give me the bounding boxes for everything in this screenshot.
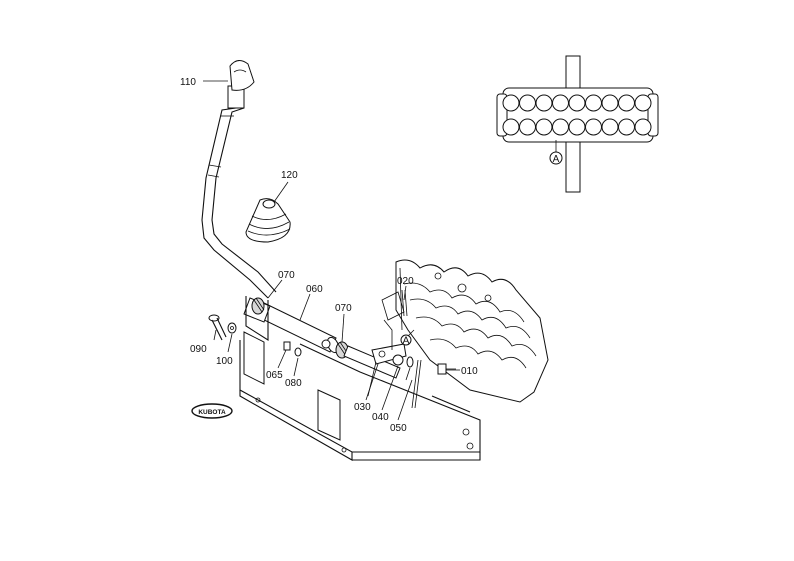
- logo-text: KUBOTA: [198, 409, 226, 416]
- spring-070-left: [251, 297, 265, 315]
- label-070-upper: 070: [278, 270, 295, 281]
- label-065: 065: [266, 370, 283, 381]
- label-030: 030: [354, 402, 371, 413]
- label-100: 100: [216, 356, 233, 367]
- label-080: 080: [285, 378, 302, 389]
- bolt-090: [208, 314, 227, 341]
- detail-a-letter: A: [553, 154, 560, 165]
- bolt-020: [401, 289, 408, 317]
- clip-080: [294, 347, 302, 357]
- label-040: 040: [372, 412, 389, 423]
- view-a-letter: A: [403, 336, 410, 347]
- view-a-callout: A: [400, 334, 412, 347]
- label-050: 050: [390, 423, 407, 434]
- valve-port-circle: [618, 94, 635, 112]
- valve-port-circle: [552, 94, 569, 112]
- label-070-lower: 070: [335, 303, 352, 314]
- valve-port-circle: [502, 94, 520, 112]
- pin-065: [283, 341, 291, 351]
- valve-port-circle: [568, 118, 586, 136]
- label-020: 020: [397, 276, 414, 287]
- valve-port-circle: [601, 118, 619, 136]
- shift-lever: [201, 85, 277, 299]
- valve-port-circle: [535, 94, 553, 112]
- valve-port-circle: [568, 94, 586, 112]
- valve-port-circle: [634, 118, 652, 136]
- valve-port-circle: [519, 118, 536, 136]
- valve-port-circle: [502, 118, 520, 136]
- label-010: 010: [461, 366, 478, 377]
- washer-100: [227, 322, 237, 334]
- lever-shaft: [243, 297, 401, 379]
- valve-port-circle: [634, 94, 652, 112]
- valve-port-circle: [601, 94, 619, 112]
- spring-050: [411, 359, 422, 409]
- valve-port-circle: [519, 94, 536, 112]
- valve-port-circles: [502, 94, 652, 136]
- label-120: 120: [281, 170, 298, 181]
- valve-port-circle: [618, 118, 635, 136]
- pin-040: [405, 356, 414, 381]
- rubber-boot: [245, 198, 291, 243]
- link-plate: [367, 343, 407, 397]
- mounting-bracket: [239, 296, 481, 461]
- valve-port-circle: [585, 118, 602, 136]
- valve-port-circle: [552, 118, 569, 136]
- valve-port-circle: [585, 94, 602, 112]
- label-060: 060: [306, 284, 323, 295]
- valve-port-circle: [535, 118, 553, 136]
- leader-lines: [203, 80, 460, 421]
- label-090: 090: [190, 344, 207, 355]
- lever-knob: [229, 60, 255, 91]
- label-110: 110: [180, 77, 196, 88]
- bolt-010: [437, 363, 456, 375]
- kubota-logo: KUBOTA: [191, 403, 233, 419]
- valve-detail-inset: A: [496, 55, 659, 193]
